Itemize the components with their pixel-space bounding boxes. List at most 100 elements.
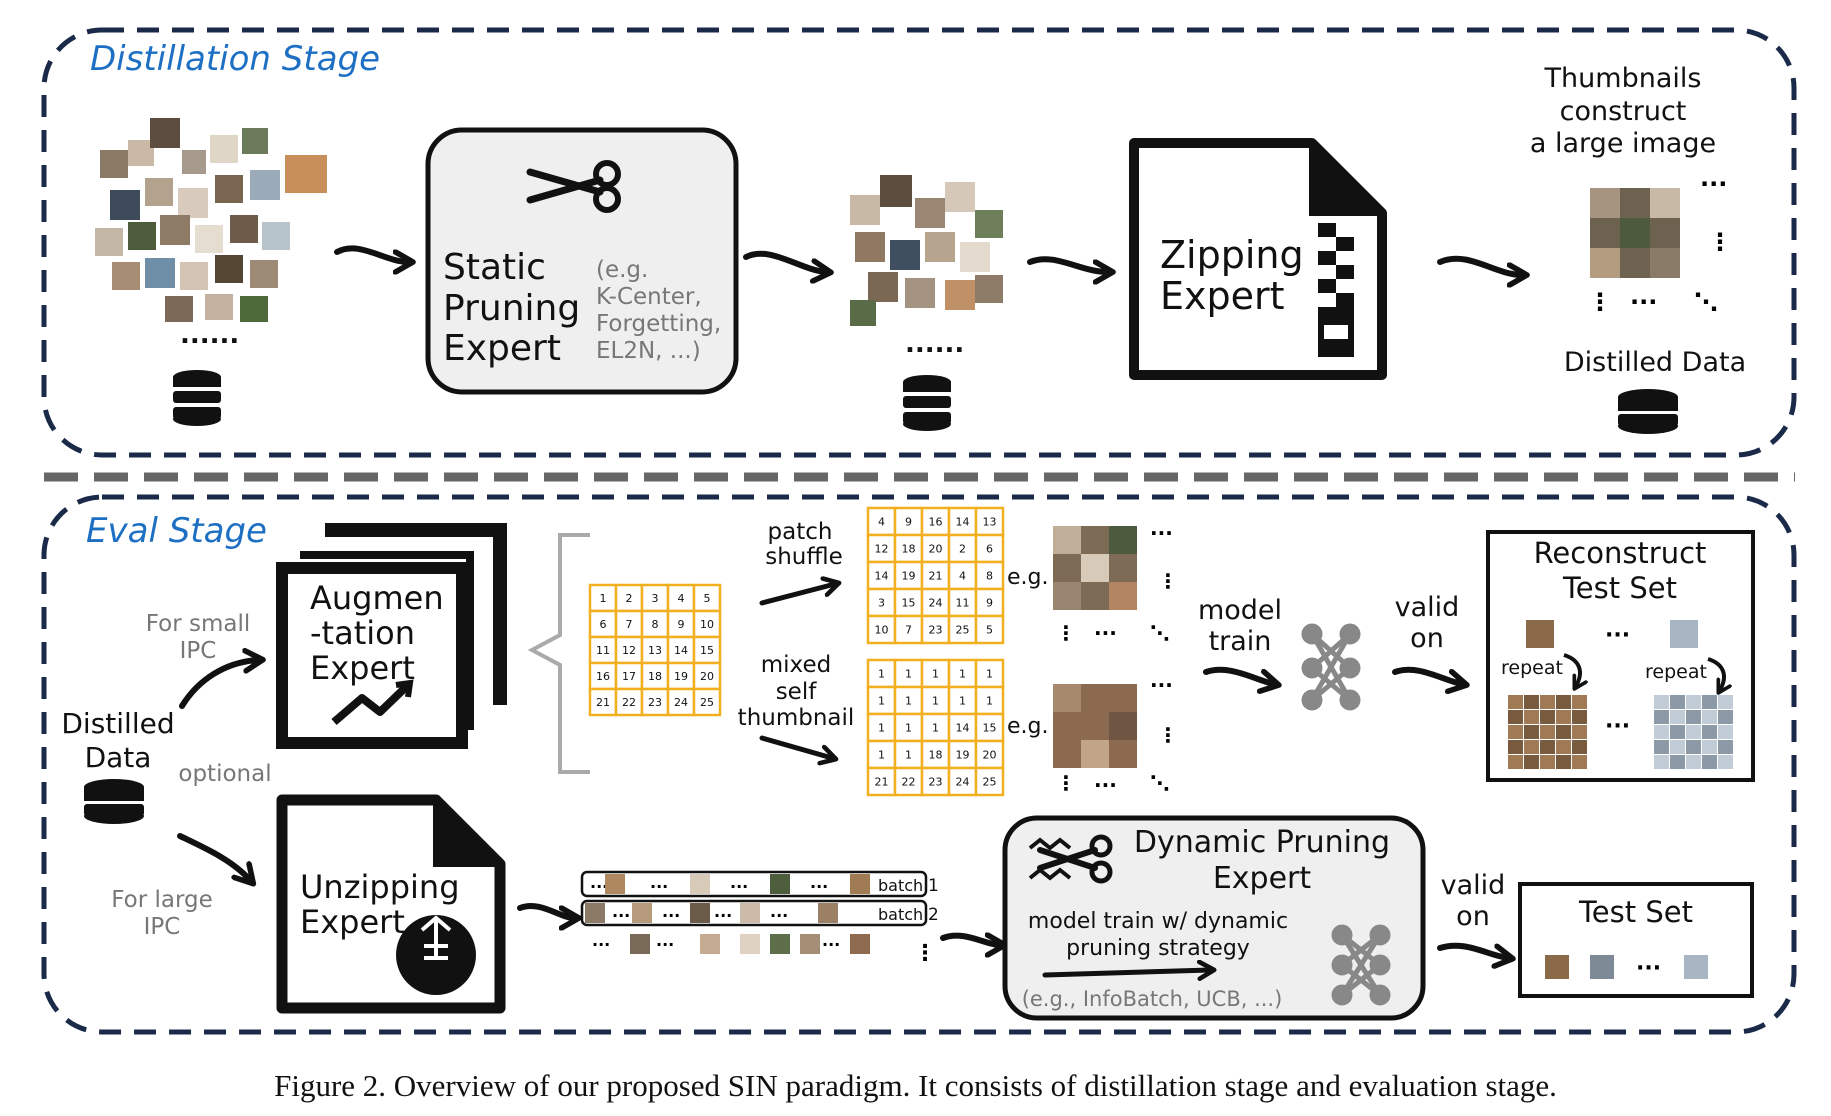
grid-cell-number: 1 (600, 592, 607, 605)
grid-cell (588, 583, 618, 613)
grid-cell-number: 14 (956, 722, 970, 735)
eval-stage-title: Eval Stage (86, 511, 267, 551)
repeated-tile (1718, 710, 1733, 724)
repeated-tile (1572, 695, 1587, 709)
batch-label-1: batch (878, 876, 923, 895)
repeated-ellipsis: ··· (1605, 714, 1630, 739)
batch-num-2: 2 (928, 905, 939, 925)
eval-distilled-line-1: Distilled (61, 707, 174, 740)
arrow-patch-shuffle (759, 584, 835, 606)
grid-cell-number: 19 (674, 670, 688, 683)
pruned-database-icon (903, 375, 951, 431)
arrow-input-to-static (334, 245, 408, 262)
dyn-desc-line-2: pruning strategy (1066, 936, 1250, 961)
grid-cell-number: 21 (596, 696, 610, 709)
repeated-tile (1540, 755, 1555, 769)
repeated-tile (1508, 755, 1523, 769)
repeated-tile (1654, 740, 1669, 754)
svg-text:···: ··· (810, 877, 828, 896)
test-set-thumb-2 (1590, 955, 1614, 979)
mixed-ellipsis-b: ··· (1094, 773, 1117, 797)
repeated-tile (1702, 725, 1717, 739)
grid-cell-number: 24 (929, 597, 943, 610)
repeat-label-2: repeat (1645, 661, 1707, 683)
valid-on-2-line-1: valid (1441, 870, 1506, 901)
shuffle-ellipsis-bv: ⋮ (1056, 621, 1076, 645)
repeated-tile (1556, 710, 1571, 724)
repeated-tile (1718, 725, 1733, 739)
reconstruct-line-1: Reconstruct (1534, 536, 1707, 570)
grid-cell-number: 23 (929, 776, 943, 789)
repeated-tile (1524, 740, 1539, 754)
input-image-cloud (95, 118, 327, 322)
grid-cell (947, 614, 978, 645)
small-ipc-line-1: For small (146, 611, 251, 637)
repeated-tile (1524, 725, 1539, 739)
test-thumb-1 (1526, 620, 1554, 648)
grid-cell (692, 661, 722, 691)
grid-cell-number: 1 (905, 695, 912, 708)
eg-label-1: e.g. (1007, 565, 1049, 590)
grid-cell-number: 7 (626, 618, 633, 631)
repeated-tile (1718, 740, 1733, 754)
shuffle-ellipsis-d: ⋱ (1150, 621, 1170, 645)
arrow-static-to-pruned (743, 250, 826, 272)
grid-cell-number: 8 (652, 618, 659, 631)
arrow-zip-to-distilled (1437, 255, 1522, 275)
static-example-3: Forgetting, (596, 311, 721, 337)
test-set-thumb-1 (1545, 955, 1569, 979)
arrow-model-train (1203, 666, 1274, 684)
batch-row-2: ··· ··· ··· ··· (580, 899, 928, 927)
small-ipc-line-2: IPC (180, 638, 217, 664)
static-expert-line-1: Static (443, 247, 546, 288)
arrow-valid-on (1392, 666, 1462, 684)
shuffle-ellipsis-r: ··· (1150, 521, 1173, 545)
svg-text:···: ··· (590, 877, 608, 896)
pruned-image-cloud (850, 175, 1003, 326)
repeated-tile (1508, 695, 1523, 709)
static-example-4: EL2N, ...) (596, 338, 701, 364)
grid-cell (920, 533, 951, 564)
svg-text:···: ··· (650, 877, 668, 896)
grid-cell-number: 1 (878, 695, 885, 708)
grid-cell (974, 506, 1005, 537)
grid-cell (920, 506, 951, 537)
grid-cell (614, 635, 644, 665)
unzip-file-icon (276, 794, 506, 1014)
arrow-mixed-thumb (759, 735, 832, 758)
grid-cell (614, 583, 644, 613)
arrow-valid-on-2 (1437, 942, 1508, 958)
valid-on-2-line-2: on (1456, 901, 1490, 932)
dyn-examples: (e.g., InfoBatch, UCB, ...) (1022, 987, 1283, 1011)
thumb-ellipsis-right: ··· (1700, 170, 1727, 198)
grid-cell-number: 23 (929, 624, 943, 637)
repeated-tile (1654, 725, 1669, 739)
grid-cell-number: 1 (878, 749, 885, 762)
repeated-tile (1572, 725, 1587, 739)
repeated-tile (1686, 710, 1701, 724)
patch-shuffle-line-1: patch (768, 519, 833, 545)
repeated-tile (1508, 725, 1523, 739)
large-ipc-line-1: For large (111, 887, 213, 913)
svg-text:···: ··· (612, 906, 630, 925)
test-set-thumb-3 (1684, 955, 1708, 979)
grid-cell-number: 11 (596, 644, 610, 657)
augmentation-brace (527, 533, 590, 774)
thumb-caption-1: Thumbnails (1544, 63, 1702, 94)
model-train-line-1: model (1198, 595, 1282, 626)
mixed-ellipsis-r: ··· (1150, 673, 1173, 697)
grid-cell-number: 16 (929, 516, 943, 529)
grid-cell-number: 6 (986, 543, 993, 556)
grid-cell (866, 658, 897, 689)
repeated-tile (1540, 725, 1555, 739)
grid-cell-number: 1 (959, 668, 966, 681)
grid-cell-number: 14 (956, 516, 970, 529)
grid-cell-number: 6 (600, 618, 607, 631)
grid-cell-number: 5 (986, 624, 993, 637)
trend-arrow-head (395, 679, 414, 698)
large-ipc-line-2: IPC (144, 914, 181, 940)
grid-cell-number: 21 (929, 570, 943, 583)
model-train-line-2: train (1209, 626, 1272, 657)
repeated-tile (1702, 695, 1717, 709)
